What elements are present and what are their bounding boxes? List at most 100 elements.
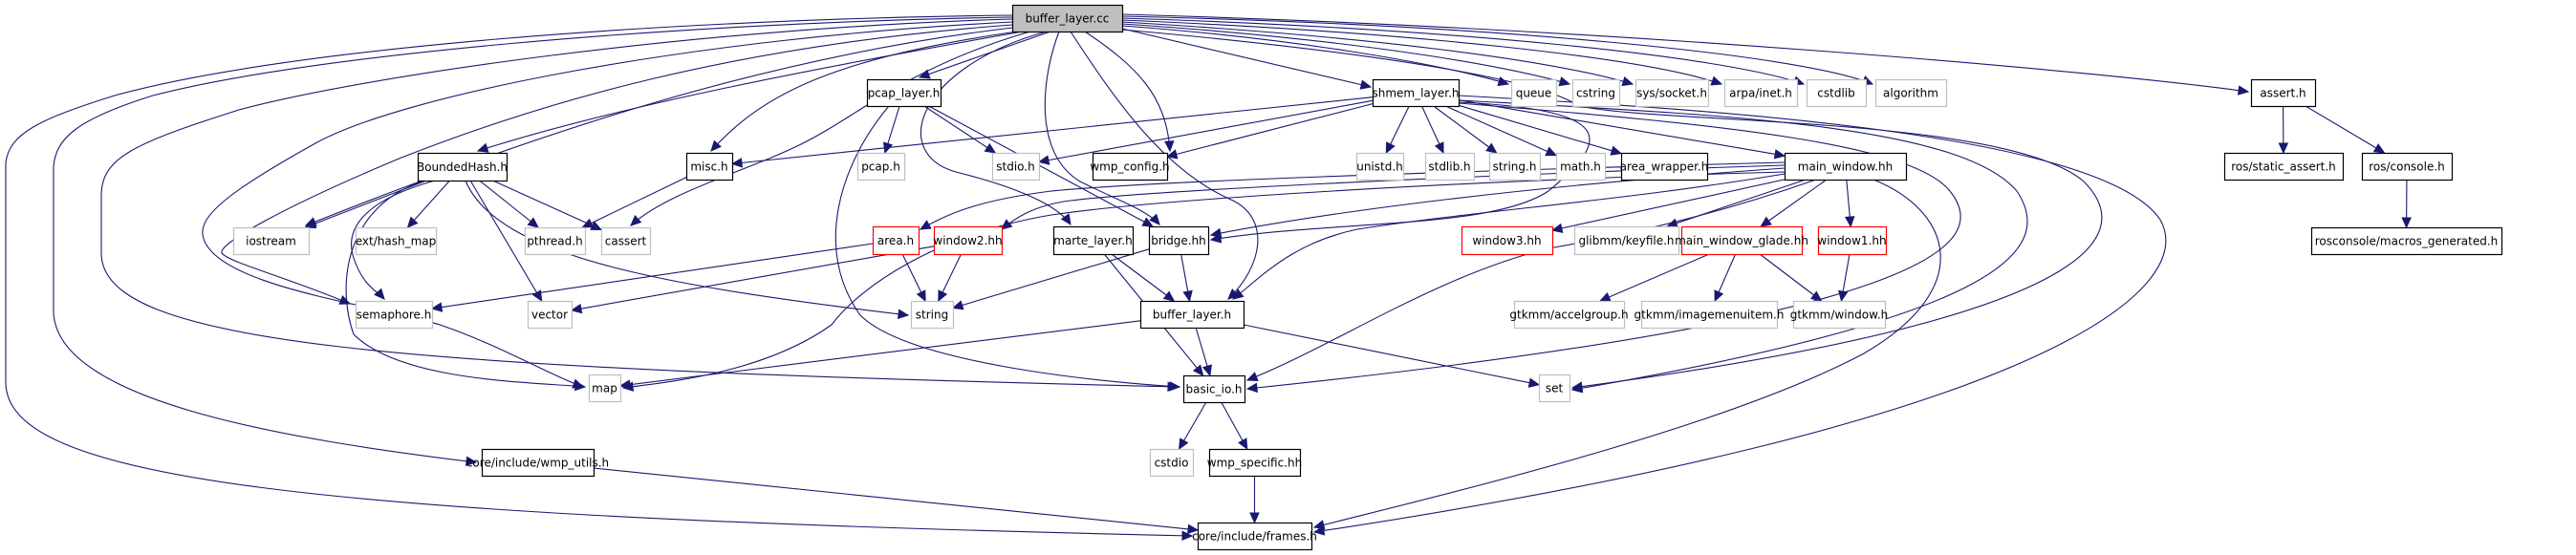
edge-buffer_layer_cc-to-sys_socket_h	[1121, 21, 1634, 85]
node-box	[588, 374, 622, 403]
edge-main_window_hh-to-map	[622, 171, 1786, 389]
arrowhead-icon	[1178, 438, 1189, 451]
node-wmp-config-h[interactable]: wmp_config.h	[1090, 152, 1170, 181]
node-core-include-frames-h[interactable]: core/include/frames.h	[1192, 522, 1317, 551]
node-ros-console-h[interactable]: ros/console.h	[2361, 152, 2454, 181]
node-box	[910, 300, 955, 330]
node-shmem-layer-h[interactable]: shmem_layer.h	[1372, 78, 1461, 108]
arrowhead-icon	[1209, 227, 1223, 239]
arrowhead-icon	[570, 303, 583, 314]
arrowhead-icon	[630, 215, 642, 226]
arrowhead-icon	[1558, 76, 1571, 87]
node-buffer-layer-cc[interactable]: buffer_layer.cc	[1011, 4, 1124, 33]
node-label: pcap_layer.h	[868, 87, 941, 100]
node-box	[1139, 300, 1245, 330]
edge-shmem_layer_h-to-misc_h	[731, 96, 1374, 165]
node-box	[991, 152, 1041, 181]
node-buffer-layer-h[interactable]: buffer_layer.h	[1139, 300, 1245, 330]
edge-main_window_hh-to-area_h	[920, 161, 1786, 230]
node-box	[1573, 225, 1680, 256]
node-main-window-hh[interactable]: main_window.hh	[1784, 152, 1908, 181]
node-label: assert.h	[2260, 87, 2305, 100]
node-pcap-layer-h[interactable]: pcap_layer.h	[866, 78, 942, 108]
arrowhead-icon	[918, 69, 931, 79]
edge-buffer_layer_cc-to-algorithm	[1121, 15, 1873, 85]
arrowhead-icon	[1714, 289, 1724, 303]
node-label: semaphore.h	[357, 309, 432, 322]
node-box	[1148, 225, 1210, 256]
node-boundedhash-h[interactable]: BoundedHash.h	[417, 152, 509, 182]
arrowhead-icon	[710, 139, 722, 152]
arrowhead-icon	[1245, 372, 1259, 381]
arrowhead-icon	[590, 221, 603, 230]
edge-main_window_hh-to-buffer_layer_h	[1232, 173, 1786, 300]
node-glibmm-keyfile-h: glibmm/keyfile.h	[1573, 225, 1680, 256]
edge-buffer_layer_cc-to-shmem_layer_h	[1121, 28, 1372, 88]
edge-shmem_layer_h-to-math_h	[1445, 105, 1557, 157]
node-marte-layer-h[interactable]: marte_layer.h	[1052, 225, 1135, 256]
node-label: cstring	[1576, 87, 1615, 100]
node-iostream: iostream	[232, 226, 311, 256]
node-main-window-glade-hh[interactable]: main_window_glade.hh	[1675, 225, 1808, 256]
edge-buffer_layer_cc-to-iostream	[305, 27, 1013, 226]
node-bridge-hh[interactable]: bridge.hh	[1148, 225, 1210, 256]
node-set: set	[1538, 374, 1571, 403]
node-label: bridge.hh	[1151, 234, 1206, 247]
node-label: pthread.h	[527, 235, 582, 248]
node-semaphore-h: semaphore.h	[355, 300, 434, 330]
node-wmp-specific-hh[interactable]: wmp_specific.hh	[1207, 448, 1303, 478]
node-box	[933, 225, 1004, 256]
edge-pcap_layer_h-to-basic_io_h	[834, 105, 1180, 388]
node-box	[1182, 374, 1246, 404]
node-area-h[interactable]: area.h	[872, 225, 920, 256]
node-box	[1792, 300, 1887, 330]
arrowhead-icon	[1201, 364, 1212, 377]
node-window3-hh[interactable]: window3.hh	[1461, 225, 1554, 256]
edge-buffer_layer_cc-to-semaphore_h	[221, 24, 1013, 305]
node-box	[1355, 152, 1405, 181]
node-box	[527, 300, 574, 330]
node-window2-hh[interactable]: window2.hh	[933, 225, 1004, 256]
node-gtkmm-window-h: gtkmm/window.h	[1790, 300, 1888, 330]
node-core-include-wmp-utils-h[interactable]: core/include/wmp_utils.h	[466, 448, 609, 478]
node-label: BoundedHash.h	[417, 160, 508, 174]
arrowhead-icon	[406, 216, 419, 228]
arrowhead-icon	[1434, 141, 1444, 155]
node-window1-hh[interactable]: window1.hh	[1817, 225, 1888, 256]
node-pcap-h: pcap.h	[856, 152, 906, 181]
node-cassert: cassert	[600, 226, 652, 256]
edge-shmem_layer_h-to-area_wrapper_h	[1458, 104, 1622, 155]
node-label: ros/static_assert.h	[2231, 160, 2336, 174]
arrowhead-icon	[1570, 383, 1584, 394]
node-label: math.h	[1560, 160, 1601, 174]
edge-boundedhash_h-to-string	[465, 180, 909, 316]
node-ros-static-assert-h[interactable]: ros/static_assert.h	[2223, 152, 2345, 181]
node-cstdlib: cstdlib	[1806, 78, 1868, 108]
node-area-wrapper-h[interactable]: area_wrapper.h	[1620, 152, 1709, 181]
node-label: wmp_specific.hh	[1207, 457, 1303, 470]
edge-shmem_layer_h-to-bridge_hh	[1210, 101, 1591, 241]
node-label: arpa/inet.h	[1729, 87, 1792, 100]
arrowhead-icon	[476, 142, 489, 153]
edge-boundedhash_h-to-ext_hash_map	[407, 180, 450, 228]
edge-main_window_hh-to-basic_io_h	[1246, 179, 1817, 381]
edge-main_window_hh-to-main_window_glade_hh	[1760, 179, 1828, 227]
node-basic-io-h[interactable]: basic_io.h	[1182, 374, 1246, 404]
arrowhead-icon	[2372, 143, 2386, 154]
node-assert-h[interactable]: assert.h	[2250, 78, 2317, 108]
edge-buffer_layer_cc-to-wmp_config_h	[1084, 31, 1171, 152]
node-label: gtkmm/accelgroup.h	[1509, 309, 1628, 322]
arrowhead-icon	[1598, 292, 1612, 302]
edge-main_window_hh-to-core_include_frames_h	[1313, 179, 1941, 528]
edge-core_include_wmp_utils_h-to-core_include_frames_h	[593, 467, 1199, 531]
node-gtkmm-imagemenuitem-h: gtkmm/imagemenuitem.h	[1634, 300, 1784, 330]
node-label: unistd.h	[1356, 160, 1403, 174]
node-misc-h[interactable]: misc.h	[685, 152, 734, 181]
arrowhead-icon	[730, 158, 743, 168]
node-box	[1208, 448, 1302, 478]
node-box	[1874, 78, 1948, 108]
node-box	[1620, 152, 1709, 181]
node-rosconsole-macros-generated-h[interactable]: rosconsole/macros_generated.h	[2310, 226, 2503, 256]
node-box	[866, 78, 942, 108]
node-ext-hash-map: ext/hash_map	[356, 226, 438, 256]
